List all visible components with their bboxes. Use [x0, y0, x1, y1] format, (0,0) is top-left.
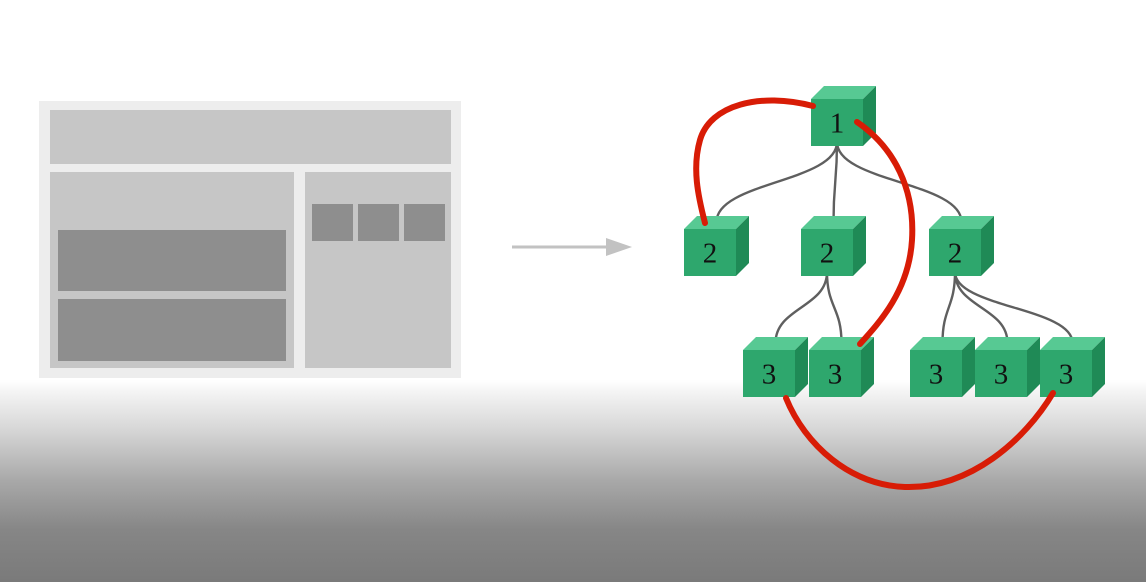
tree-edge-child-c-to-grandchild-c2: [953, 271, 1009, 344]
cube-front-face: [743, 350, 795, 397]
cube-front-face: [929, 229, 981, 276]
cube-label: 3: [1059, 359, 1074, 391]
cube-node-root: 1: [811, 86, 876, 146]
highlighted-links: [693, 97, 1056, 491]
cube-label: 2: [820, 238, 835, 270]
cube-label: 3: [828, 359, 843, 391]
cube-top-face: [743, 337, 808, 350]
cube-front-face: [1040, 350, 1092, 397]
tree-nodes: 1 2 2 2 3 3 3 3 3: [684, 86, 1105, 397]
cube-top-face: [1040, 337, 1105, 350]
cube-top-face: [801, 216, 866, 229]
cube-top-face: [910, 337, 975, 350]
cube-node-grandchild-c2: 3: [975, 337, 1040, 397]
cube-node-child-b: 2: [801, 216, 866, 276]
cube-front-face: [684, 229, 736, 276]
page-wireframe: [39, 101, 461, 378]
cube-top-face: [929, 216, 994, 229]
cube-label: 3: [929, 359, 944, 391]
cube-side-face: [1027, 337, 1040, 397]
cube-label: 1: [830, 108, 845, 140]
arrow-head: [606, 238, 632, 256]
cube-label: 2: [703, 238, 718, 270]
cube-node-grandchild-c3: 3: [1040, 337, 1105, 397]
wireframe-content-block-top: [58, 230, 286, 291]
cube-front-face: [809, 350, 861, 397]
cube-side-face: [962, 337, 975, 397]
tree-edge-root-to-child-b: [832, 141, 839, 223]
cube-side-face: [795, 337, 808, 397]
wireframe-side-block-1: [312, 204, 353, 241]
tree-edge-child-b-to-grandchild-b1: [774, 271, 829, 344]
transform-arrow: [512, 238, 632, 256]
highlight-link-root-to-grandchild-b2: [854, 119, 916, 347]
cube-node-grandchild-b1: 3: [743, 337, 808, 397]
tree-edge-child-c-to-grandchild-c1: [941, 271, 957, 344]
tree-edge-root-to-child-a: [715, 141, 839, 223]
cube-side-face: [853, 216, 866, 276]
cube-top-face: [975, 337, 1040, 350]
cube-top-face: [811, 86, 876, 99]
cube-node-child-a: 2: [684, 216, 749, 276]
wireframe-content-block-bottom: [58, 299, 286, 361]
cube-top-face: [809, 337, 874, 350]
cube-node-child-c: 2: [929, 216, 994, 276]
cube-front-face: [975, 350, 1027, 397]
cube-side-face: [736, 216, 749, 276]
tree-edge-root-to-child-c: [835, 141, 963, 223]
tree-edge-child-b-to-grandchild-b2: [825, 271, 843, 344]
cube-front-face: [910, 350, 962, 397]
cube-label: 3: [994, 359, 1009, 391]
cube-side-face: [981, 216, 994, 276]
cube-node-grandchild-c1: 3: [910, 337, 975, 397]
highlight-link-root-to-child-a: [693, 97, 816, 226]
cube-label: 3: [762, 359, 777, 391]
cube-front-face: [801, 229, 853, 276]
cube-top-face: [684, 216, 749, 229]
wireframe-side-block-2: [358, 204, 399, 241]
tree-edges: [715, 141, 1074, 344]
wireframe-side-block-3: [404, 204, 445, 241]
cube-node-grandchild-b2: 3: [809, 337, 874, 397]
wireframe-side-panel: [305, 172, 451, 368]
tree-edge-child-c-to-grandchild-c3: [953, 271, 1074, 344]
cube-side-face: [1092, 337, 1105, 397]
cube-label: 2: [948, 238, 963, 270]
wireframe-header-bar: [50, 110, 451, 164]
cube-side-face: [861, 337, 874, 397]
highlight-link-grandchild-b1-to-grandchild-c3: [783, 390, 1056, 491]
